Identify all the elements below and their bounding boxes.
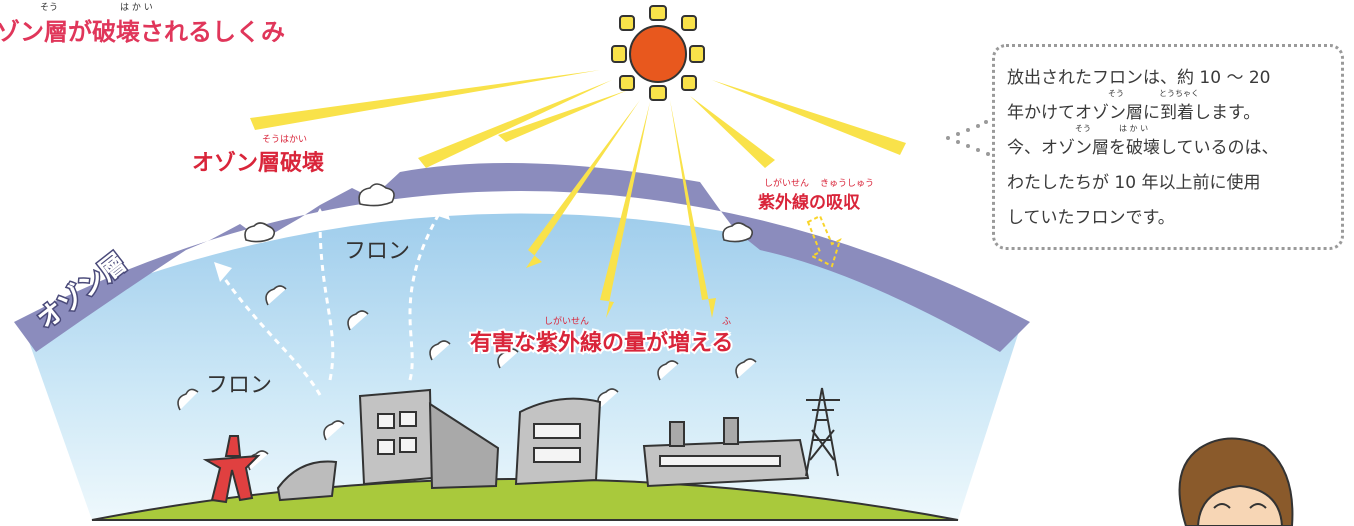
note-line3-ruby-1: そう bbox=[1075, 124, 1091, 133]
freon-puffs bbox=[177, 183, 757, 471]
note-line-3: そう は か い 今、オゾン層を破壊しているのは、 bbox=[1007, 125, 1327, 166]
ray-7 bbox=[690, 96, 775, 168]
note-line2-ruby-1: そう bbox=[1108, 89, 1124, 98]
note-line-5: していたフロンです。 bbox=[1007, 208, 1175, 228]
ray-3 bbox=[498, 90, 628, 142]
ray-1 bbox=[250, 70, 600, 130]
freon-label-lower: フロン bbox=[206, 373, 272, 398]
freon-arrow-heads bbox=[214, 200, 450, 282]
label-ozone-destruction: そうはかい オゾン層破壊 bbox=[190, 134, 327, 178]
transmission-tower bbox=[805, 387, 840, 477]
title-ruby-hakai: は か い bbox=[120, 2, 153, 13]
label-uv-absorption: しがいせん きゅうしゅう 紫外線の吸収 bbox=[757, 177, 875, 215]
label-uv-increase: しがいせん ふ 有害な紫外線の量が増える bbox=[468, 315, 735, 358]
note-line-4: わたしたちが 10 年以上前に使用 bbox=[1007, 173, 1261, 193]
uv-absorption-text: 紫外線の吸収 bbox=[758, 192, 861, 213]
explanation-note: 放出されたフロンは、約 10 ～ 20 そう とうちゃく 年かけてオゾン層に到着… bbox=[992, 44, 1344, 250]
title-text: ゾン層が破壊されるしくみ bbox=[0, 18, 285, 46]
uv-increase-text: 有害な紫外線の量が増える bbox=[470, 330, 733, 356]
uv-absorption-ruby-2: きゅうしゅう bbox=[820, 178, 874, 189]
note-line-2-text: 年かけてオゾン層に到着します。 bbox=[1007, 103, 1261, 123]
uv-absorbed-arrow bbox=[806, 214, 842, 268]
diagram-title: そう は か い ゾン層が破壊されるしくみ bbox=[0, 2, 285, 46]
factory-buildings bbox=[202, 388, 810, 504]
note-line2-ruby-2: とうちゃく bbox=[1159, 89, 1199, 98]
boy-character bbox=[1178, 437, 1294, 526]
ray-5 bbox=[600, 102, 650, 318]
uv-increase-ruby-2: ふ bbox=[722, 316, 731, 327]
ozone-layer-band bbox=[14, 163, 1030, 352]
freon-arrows bbox=[218, 211, 442, 396]
note-line-3-text: 今、オゾン層を破壊しているのは、 bbox=[1007, 138, 1279, 158]
uv-absorption-ruby-1: しがいせん bbox=[764, 177, 809, 189]
note-line-2: そう とうちゃく 年かけてオゾン層に到着します。 bbox=[1007, 90, 1327, 131]
freon-label-upper: フロン bbox=[344, 239, 410, 264]
ray-2 bbox=[418, 80, 612, 168]
sun bbox=[611, 5, 705, 101]
ray-8 bbox=[712, 80, 906, 155]
title-ruby-sou: そう bbox=[40, 2, 58, 13]
note-line-1: 放出されたフロンは、約 10 ～ 20 bbox=[1007, 68, 1271, 88]
uv-increase-ruby-1: しがいせん bbox=[544, 315, 589, 327]
ray-4 bbox=[526, 100, 640, 268]
note-tail bbox=[946, 120, 990, 156]
ozone-destruction-text: オゾン層破壊 bbox=[192, 150, 325, 176]
note-line3-ruby-2: は か い bbox=[1119, 124, 1149, 133]
sun-rays bbox=[250, 70, 906, 318]
ozone-destruction-ruby: そうはかい bbox=[262, 134, 307, 145]
